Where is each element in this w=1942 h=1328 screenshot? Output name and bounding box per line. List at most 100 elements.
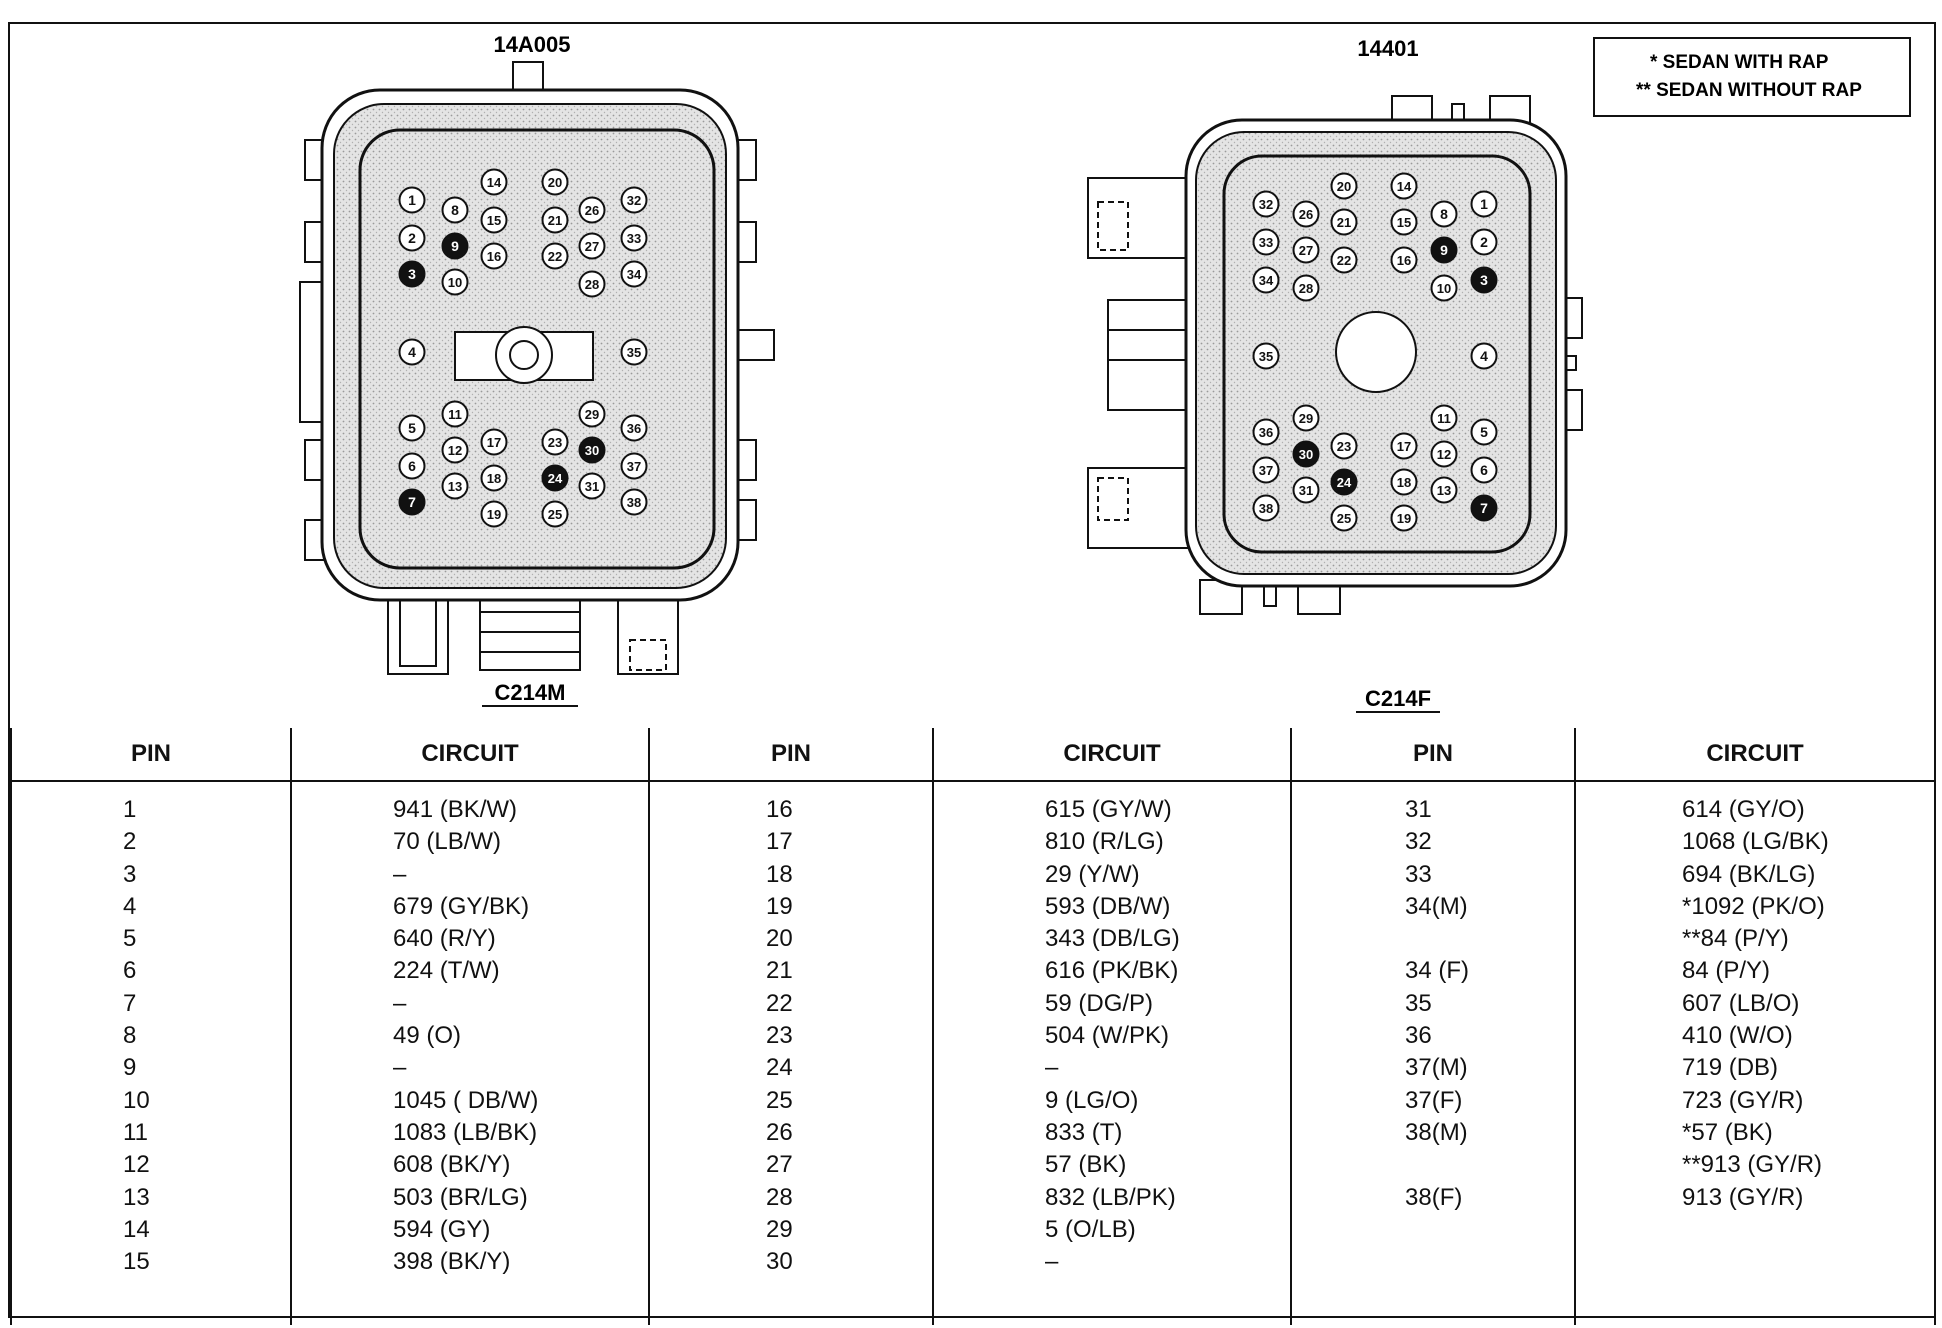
pin-label: 13 bbox=[448, 479, 462, 494]
pin-21: 21 bbox=[1330, 208, 1358, 236]
pin-label: 2 bbox=[1480, 234, 1488, 250]
table-cell: 607 (LB/O) bbox=[1682, 989, 1800, 1017]
pin-29: 29 bbox=[578, 400, 606, 428]
pin-7: 7 bbox=[1470, 494, 1498, 522]
pin-37: 37 bbox=[620, 452, 648, 480]
pin-label: 7 bbox=[408, 494, 416, 510]
pin-label: 1 bbox=[408, 192, 416, 208]
table-cell: 224 (T/W) bbox=[393, 957, 500, 985]
legend-line-1: * SEDAN WITH RAP bbox=[1650, 52, 1829, 73]
pin-34: 34 bbox=[620, 260, 648, 288]
table-cell: – bbox=[393, 860, 407, 888]
table-cell: 25 bbox=[766, 1086, 793, 1114]
pin-19: 19 bbox=[480, 500, 508, 528]
table-cell: 1068 (LG/BK) bbox=[1682, 828, 1829, 856]
pin-label: 1 bbox=[1480, 196, 1488, 212]
pin-label: 9 bbox=[451, 238, 459, 254]
pin-label: 27 bbox=[1299, 243, 1313, 258]
pin-20: 20 bbox=[1330, 172, 1358, 200]
table-cell: 28 bbox=[766, 1183, 793, 1211]
pin-10: 10 bbox=[441, 268, 469, 296]
table-cell: 614 (GY/O) bbox=[1682, 796, 1805, 823]
pin-14: 14 bbox=[480, 168, 508, 196]
pin-label: 25 bbox=[548, 507, 562, 522]
pin-35: 35 bbox=[620, 338, 648, 366]
pin-38: 38 bbox=[620, 488, 648, 516]
pin-28: 28 bbox=[578, 270, 606, 298]
pin-label: 11 bbox=[1437, 411, 1451, 426]
table-cell: 31 bbox=[1405, 796, 1432, 823]
table-cell: 7 bbox=[123, 989, 137, 1017]
pin-33: 33 bbox=[620, 224, 648, 252]
table-cell: 84 (P/Y) bbox=[1682, 957, 1771, 985]
table-cell: 34(M) bbox=[1405, 892, 1468, 920]
pin-35: 35 bbox=[1252, 342, 1280, 370]
pin-1: 1 bbox=[398, 186, 426, 214]
table-cell: 26 bbox=[766, 1118, 793, 1146]
table-cell: 17 bbox=[766, 828, 793, 856]
pin-3: 3 bbox=[1470, 266, 1498, 294]
pin-label: 17 bbox=[487, 435, 501, 450]
pin-2: 2 bbox=[398, 224, 426, 252]
connector-c214m: 14A005 123456789101112131415161718192021… bbox=[299, 32, 775, 707]
table-cell: 38(M) bbox=[1405, 1118, 1468, 1146]
pin-label: 33 bbox=[627, 231, 641, 246]
pin-38: 38 bbox=[1252, 494, 1280, 522]
pin-label: 36 bbox=[627, 421, 641, 436]
pin-label: 4 bbox=[1480, 348, 1488, 364]
table-cell: **913 (GY/R) bbox=[1682, 1151, 1823, 1179]
pin-label: 35 bbox=[627, 345, 641, 360]
pin-label: 30 bbox=[1299, 447, 1313, 462]
table-cell: 594 (GY) bbox=[393, 1215, 491, 1243]
table-cell: 719 (DB) bbox=[1682, 1054, 1779, 1082]
table-cell: – bbox=[393, 989, 407, 1017]
pin-label: 26 bbox=[585, 203, 599, 218]
table-cell: 24 bbox=[766, 1054, 793, 1082]
pin-label: 14 bbox=[1397, 179, 1412, 194]
table-cell bbox=[1293, 1149, 1573, 1181]
pin-8: 8 bbox=[441, 196, 469, 224]
pin-label: 25 bbox=[1337, 511, 1351, 526]
table-cell: 1083 (LB/BK) bbox=[393, 1118, 538, 1146]
table-cell: 5 bbox=[123, 925, 137, 953]
pin-label: 19 bbox=[487, 507, 501, 522]
table-cell: 19 bbox=[766, 892, 793, 920]
pin-11: 11 bbox=[1430, 404, 1458, 432]
table-cell: 1045 ( DB/W) bbox=[393, 1086, 539, 1114]
pin-label: 6 bbox=[1480, 462, 1488, 478]
pin-label: 24 bbox=[548, 471, 563, 486]
pin-14: 14 bbox=[1390, 172, 1418, 200]
header-pin-2: PIN bbox=[648, 728, 934, 782]
pin-label: 19 bbox=[1397, 511, 1411, 526]
table-cell: 22 bbox=[766, 989, 793, 1017]
pin-27: 27 bbox=[1292, 236, 1320, 264]
table-cell: 15 bbox=[123, 1248, 150, 1276]
table-cell: 6 bbox=[123, 957, 137, 985]
pin-label: 24 bbox=[1337, 475, 1352, 490]
pin-5: 5 bbox=[398, 414, 426, 442]
pin-label: 22 bbox=[1337, 253, 1351, 268]
pin-13: 13 bbox=[441, 472, 469, 500]
pin-23: 23 bbox=[541, 428, 569, 456]
part-number-right: 14401 bbox=[1357, 36, 1418, 61]
table-cell: 608 (BK/Y) bbox=[393, 1151, 511, 1179]
pin-label: 2 bbox=[408, 230, 416, 246]
table-cell: 3 bbox=[123, 860, 137, 888]
header-pin-3: PIN bbox=[1290, 728, 1576, 782]
pin-label: 12 bbox=[1437, 447, 1451, 462]
header-circuit-3: CIRCUIT bbox=[1574, 728, 1936, 782]
pin-24: 24 bbox=[1330, 468, 1358, 496]
pin-23: 23 bbox=[1330, 432, 1358, 460]
pin-label: 31 bbox=[585, 479, 599, 494]
connector-name-right: C214F bbox=[1365, 686, 1431, 711]
header-pin-1: PIN bbox=[10, 728, 292, 782]
pin-label: 11 bbox=[448, 407, 462, 422]
table-cell: *57 (BK) bbox=[1682, 1118, 1773, 1146]
pin-7: 7 bbox=[398, 488, 426, 516]
pin-label: 37 bbox=[627, 459, 641, 474]
pin-9: 9 bbox=[441, 232, 469, 260]
pins-c214m: 1234567891011121314151617181920212223242… bbox=[398, 168, 648, 528]
pin-26: 26 bbox=[578, 196, 606, 224]
table-cell: 593 (DB/W) bbox=[1045, 892, 1171, 920]
